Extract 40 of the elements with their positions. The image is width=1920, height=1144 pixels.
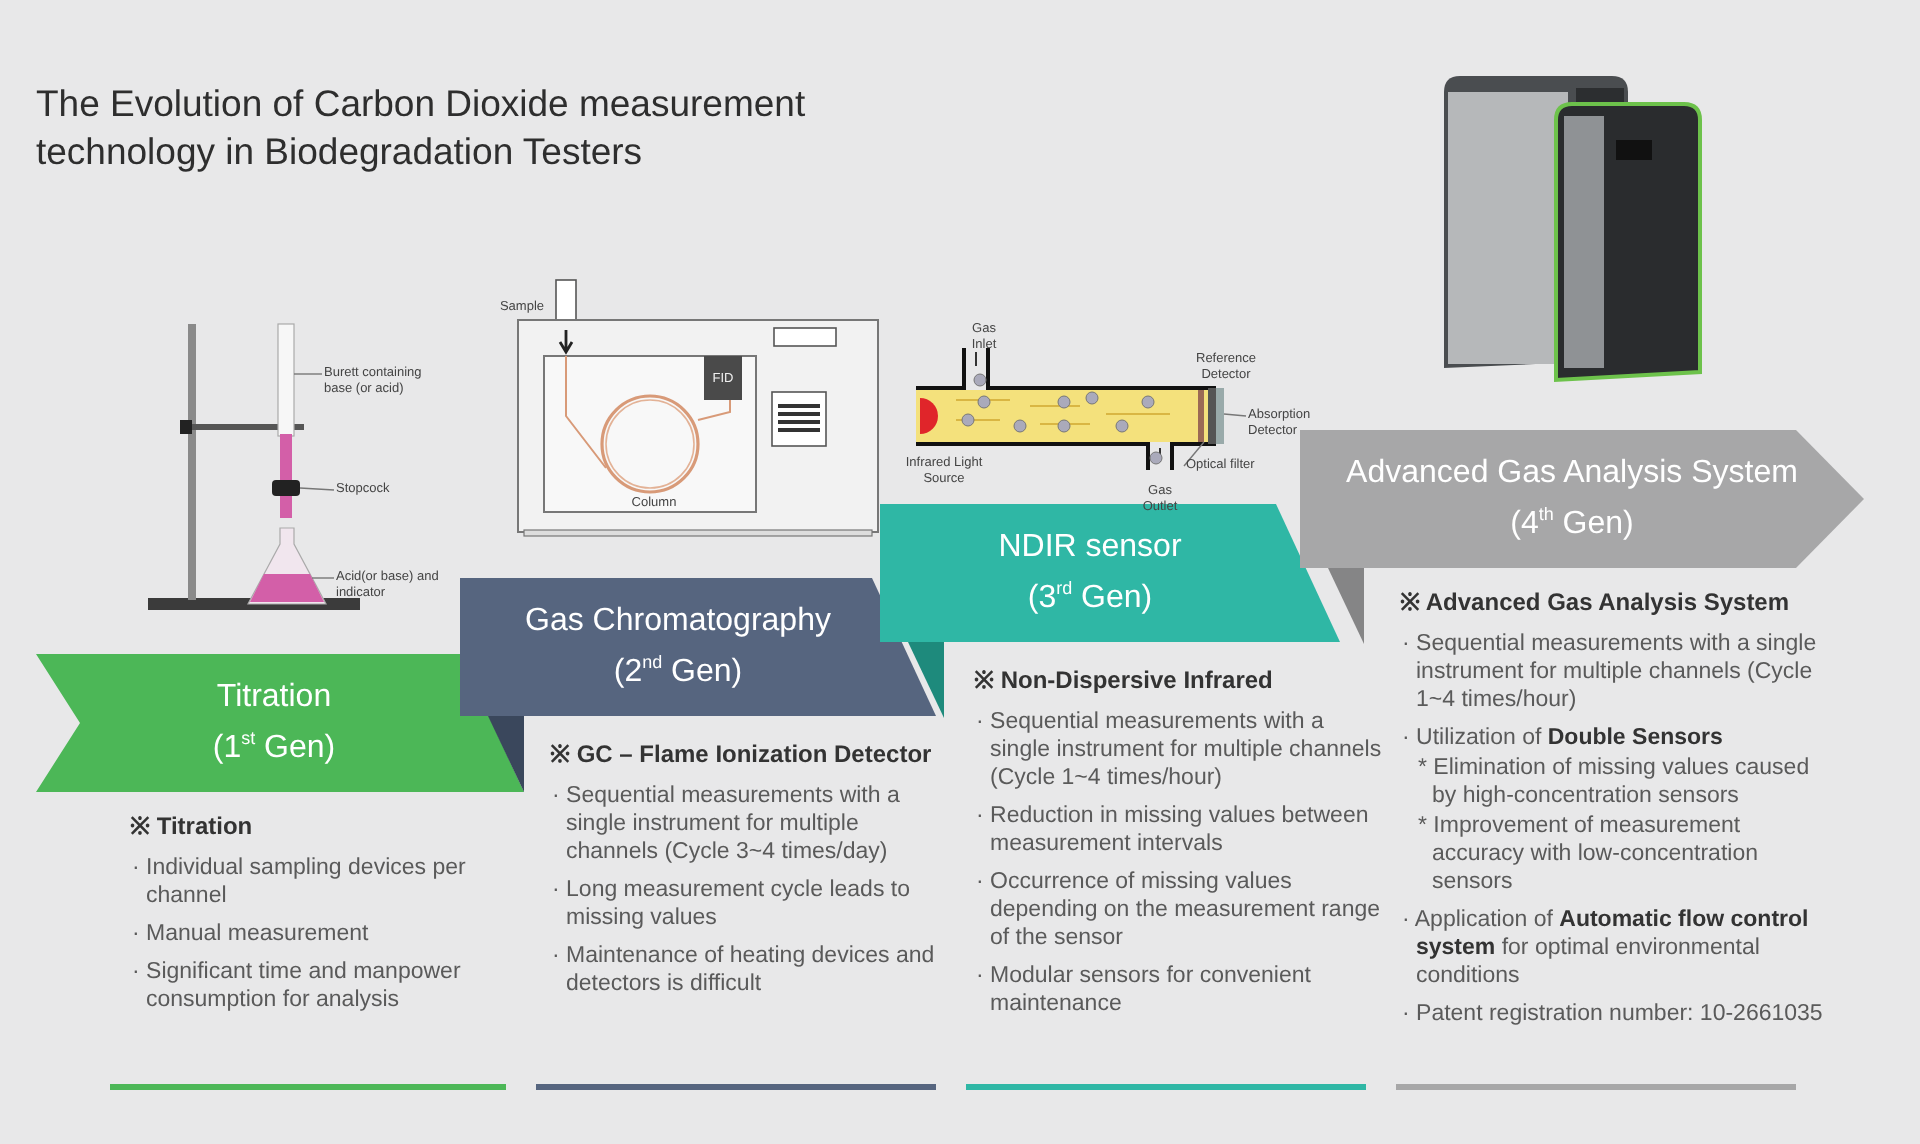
stage-title: Gas Chromatography (525, 601, 831, 642)
sub-bullet-item: * Improvement of measurement accuracy with low-concentration sensors (1416, 812, 1760, 896)
bullet-item: · Long measurement cycle leads to missing values (550, 876, 912, 932)
section-heading: ※ Non-Dispersive Infrared (974, 666, 1275, 696)
bullet-item: · Application of Automatic flow control system for optimal environmental conditions (1400, 906, 1811, 990)
bullet-item: · Individual sampling devices per channel (130, 854, 468, 910)
leader-line (1223, 413, 1247, 417)
bullet-item: · Sequential measurements with a single instrument for multiple channels (Cycle 1~4 times/hour) (1400, 630, 1819, 714)
section-heading: ※ Advanced Gas Analysis System (1400, 588, 1792, 618)
absorption-detector (1216, 388, 1224, 444)
bullet-item: · Modular sensors for convenient maintenance (974, 962, 1313, 1018)
leader-line (299, 487, 335, 491)
stage-title: Advanced Gas Analysis System (1346, 453, 1798, 494)
bullet-item: · Reduction in missing values between measurement intervals (974, 802, 1371, 858)
bullet-item: · Sequential measurements with a single instrument for multiple channels (Cycle 1~4 times/hour) (974, 708, 1384, 792)
stage-title: Titration (216, 677, 332, 718)
stage-generation: (1$^{st}$ Gen) (212, 725, 336, 769)
diagram-title: The Evolution of Carbon Dioxide measurement technology in Biodegradation Testers (36, 80, 808, 176)
leader-line (293, 373, 323, 375)
stage-generation: (2$^{nd}$ Gen) (613, 649, 743, 693)
burette (277, 323, 295, 518)
section-heading: ※ GC – Flame Ionization Detector (550, 740, 934, 770)
bullet-item: · Patent registration number: 10-2661035 (1400, 1000, 1825, 1028)
bullet-item: · Utilization of Double Sensors (1400, 724, 1725, 752)
stage-generation: (3$^{rd}$ Gen) (1027, 575, 1153, 619)
bullet-item: · Sequential measurements with a single instrument for multiple channels (Cycle 3~4 times/day) (550, 782, 902, 866)
stopcock (272, 480, 300, 496)
section-heading: ※ Titration (130, 812, 255, 842)
flask (247, 527, 327, 605)
bullet-item: · Maintenance of heating devices and detectors is difficult (550, 942, 937, 998)
sub-bullet-item: * Elimination of missing values caused by high-concentration sensors (1416, 754, 1812, 810)
stage-banner (36, 654, 524, 792)
bullet-item: · Manual measurement (130, 920, 371, 948)
leader-line (311, 577, 335, 579)
bullet-item: · Occurrence of missing values depending on the measurement range of the sensor (974, 868, 1383, 952)
stage-title: NDIR sensor (998, 527, 1182, 568)
bullet-item: · Significant time and manpower consumption for analysis (130, 958, 463, 1014)
stage-generation: (4$^{th}$ Gen) (1510, 501, 1634, 545)
optical-filter (1198, 390, 1204, 442)
leader-line (1183, 441, 1205, 467)
